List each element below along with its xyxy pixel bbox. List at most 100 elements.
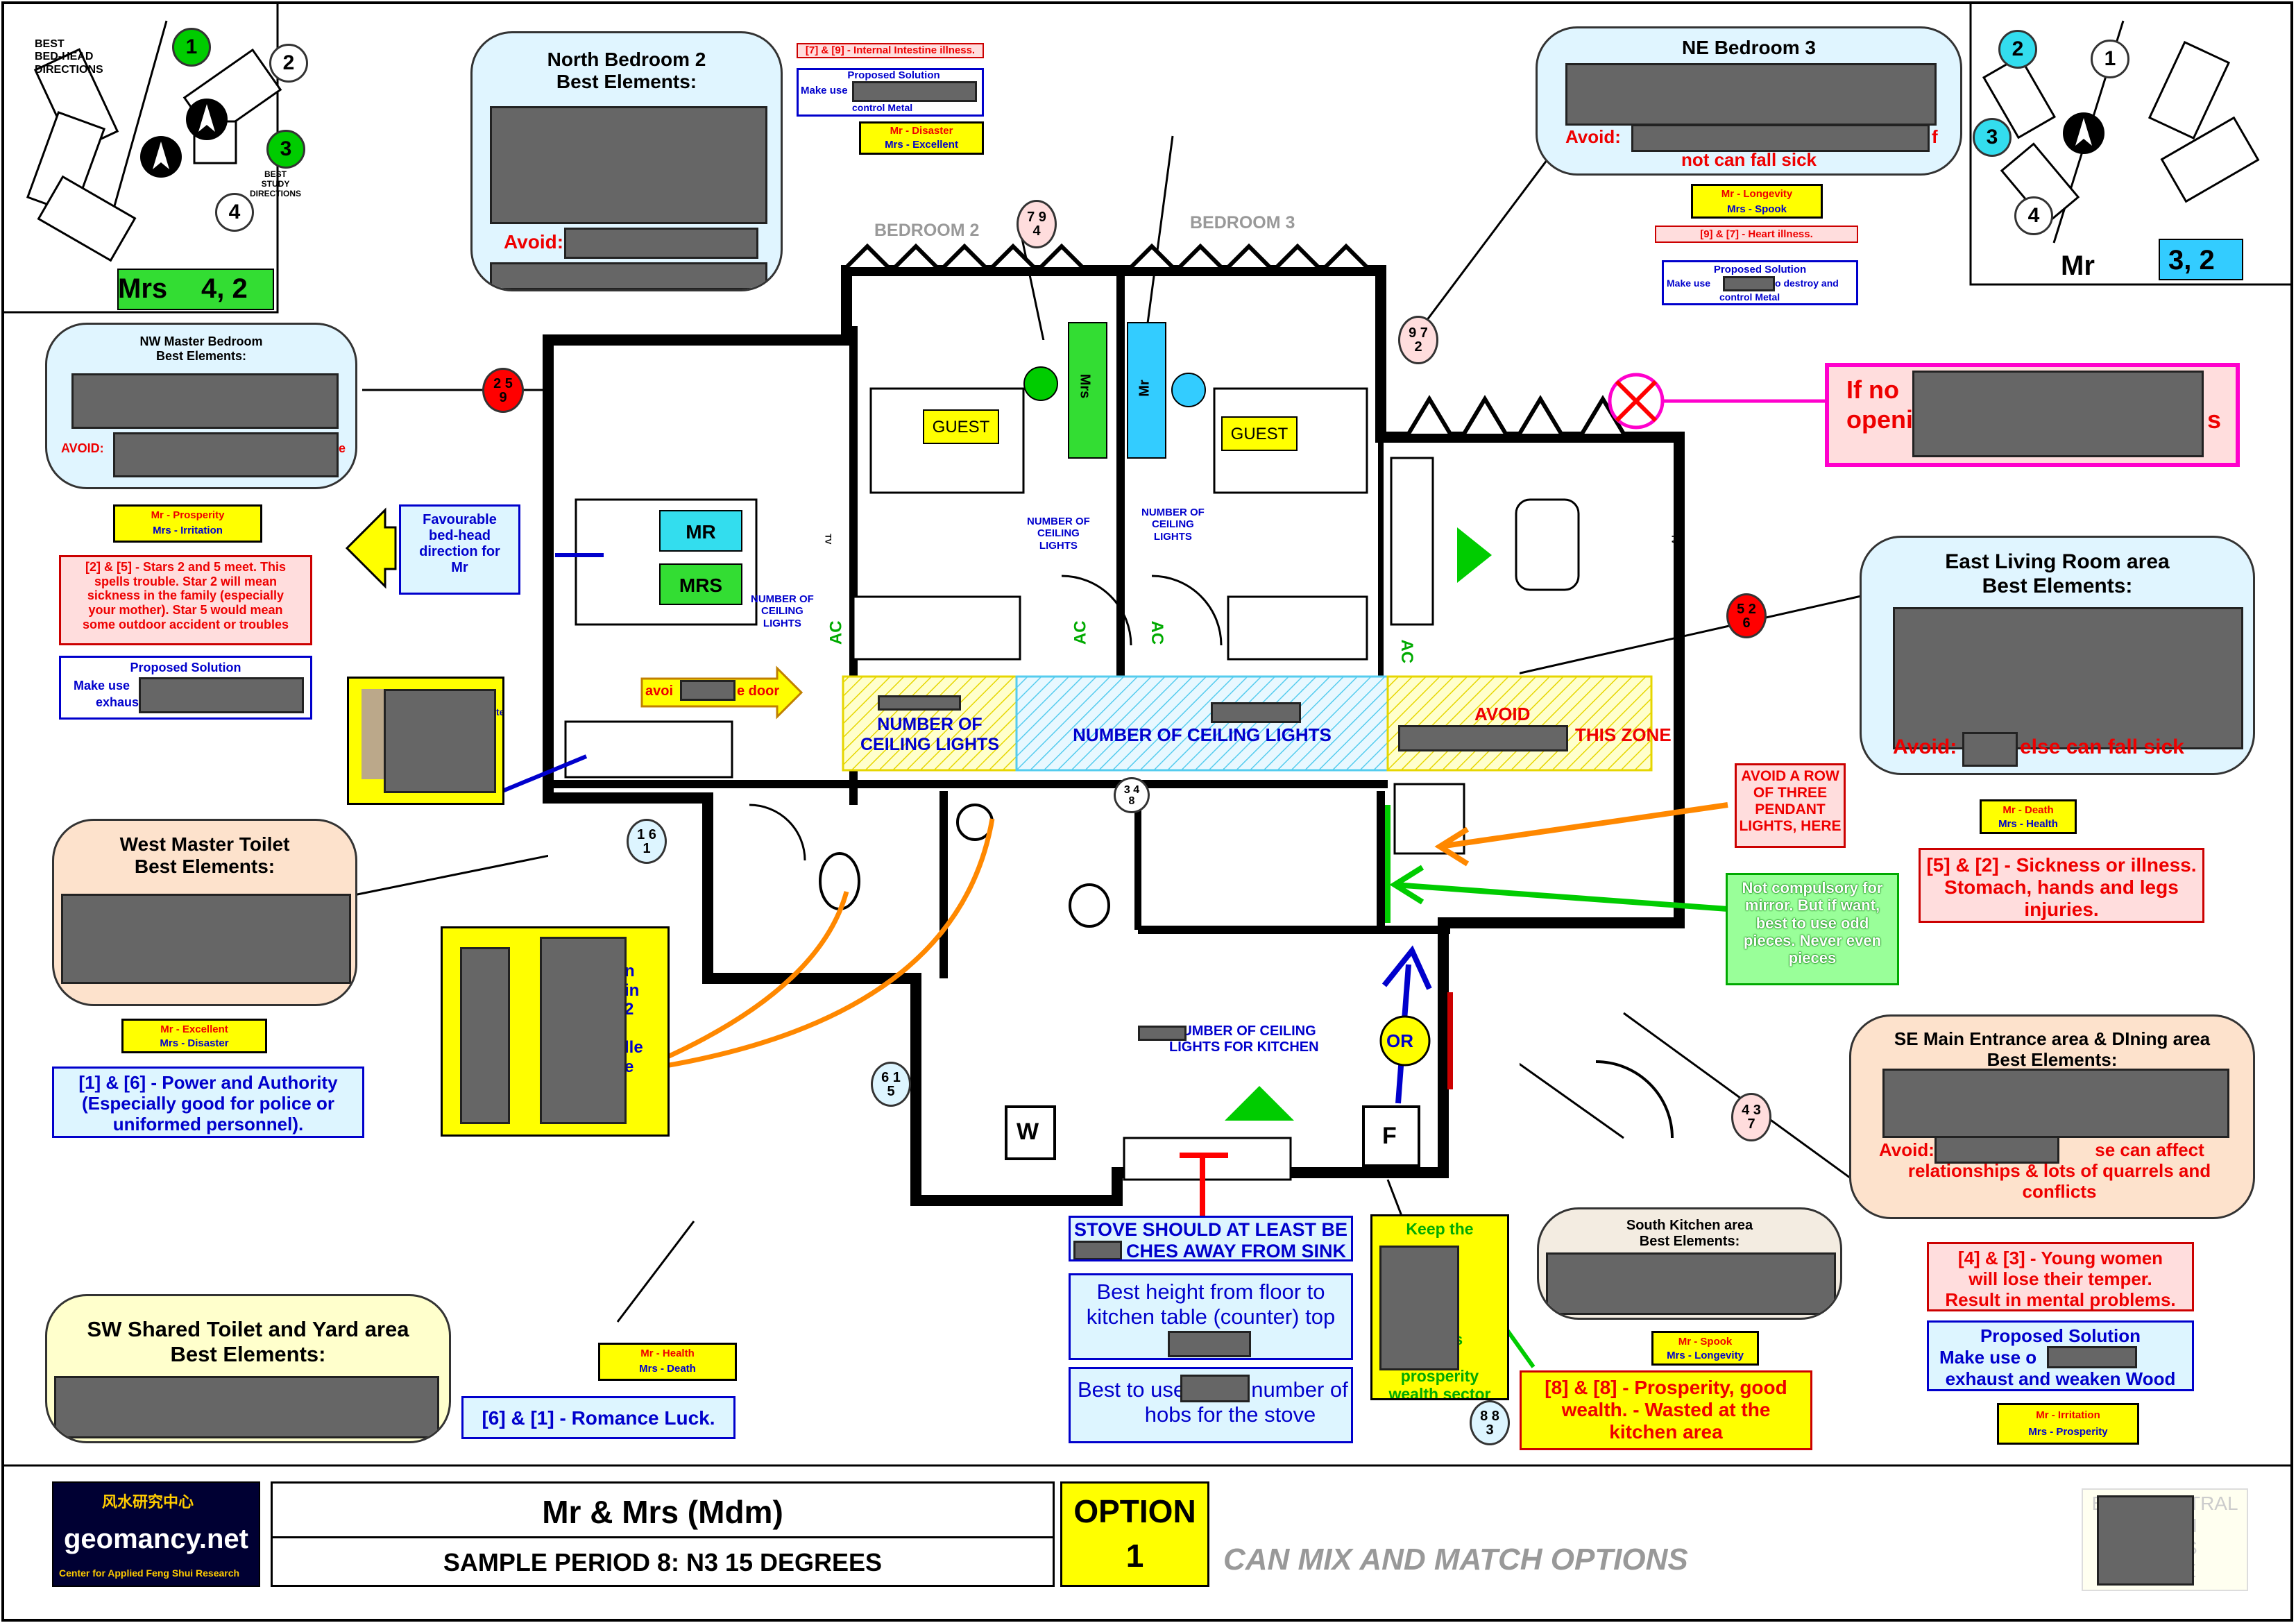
- note-se-mr: Mr - Irritation: [2036, 1409, 2100, 1421]
- note-se-mrs: Mrs - Prosperity: [2028, 1426, 2108, 1438]
- note-ne-solution: Proposed Solution Make use o destroy and…: [1662, 260, 1858, 305]
- compass-right-num-4: 4: [2014, 196, 2053, 235]
- redacted-block: [1168, 1331, 1251, 1357]
- note-east-mrs: Mrs - Health: [1998, 818, 2058, 830]
- note-7-9-mrs: Mrs - Excellent: [885, 139, 958, 151]
- note-nw-mr: Mr - Prosperity: [151, 509, 225, 521]
- redacted-block: [71, 373, 339, 429]
- option-box: OPTION 1: [1060, 1481, 1209, 1587]
- note-mid-yellow: n in 2 lle e: [441, 926, 670, 1137]
- bubble-sw-toilet-title: SW Shared Toilet and Yard area Best Elem…: [87, 1317, 409, 1366]
- note-7-9-make: Make use: [801, 85, 848, 96]
- note-if-no-c: s: [2207, 405, 2222, 434]
- mr-bed-label-text: MR: [686, 521, 716, 543]
- note-west-1-6-text: [1] & [6] - Power and Authority (Especia…: [78, 1072, 338, 1135]
- compass-right-num-3: 3: [1973, 118, 2012, 157]
- bubble-se-entrance: SE Main Entrance area & DIning area Best…: [1849, 1014, 2255, 1219]
- bubble-north-bedroom2: North Bedroom 2 Best Elements: Avoid:: [470, 31, 783, 291]
- redacted-block: [54, 1376, 439, 1438]
- note-ne-make: Make use: [1667, 278, 1711, 289]
- bubble-sw-toilet: SW Shared Toilet and Yard area Best Elem…: [45, 1294, 451, 1443]
- note-east-5-2-text: [5] & [2] - Sickness or illness. Stomach…: [1926, 854, 2197, 921]
- bubble-ne-bedroom3-avoid: Avoid:: [1565, 126, 1621, 147]
- note-nw-mr-mrs: Mr - Prosperity Mrs - Irritation: [113, 504, 262, 543]
- title-names-box: Mr & Mrs (Mdm) SAMPLE PERIOD 8: N3 15 DE…: [271, 1481, 1055, 1587]
- mr-bed-label: MR: [659, 510, 742, 552]
- redacted-block: [852, 81, 977, 102]
- note-hobs-b: number of hobs for the stove: [1144, 1377, 1348, 1427]
- compass-left-value: 4, 2: [201, 273, 248, 304]
- ac-label-3: AC: [1148, 620, 1167, 645]
- note-mirror: Not compulsory for mirror. But if want, …: [1726, 873, 1899, 985]
- redacted-block: [61, 894, 351, 984]
- or-label: OR: [1386, 1030, 1413, 1051]
- note-se-mr-mrs: Mr - Irritation Mrs - Prosperity: [1997, 1403, 2139, 1445]
- bubble-north-bedroom2-avoid: Avoid:: [504, 231, 564, 253]
- bubble-west-toilet-title: West Master Toilet Best Elements:: [119, 833, 290, 878]
- bubble-se-entrance-title: SE Main Entrance area & DIning area Best…: [1894, 1028, 2211, 1070]
- note-if-no-b: openi: [1846, 405, 1913, 434]
- redacted-block: [1723, 276, 1775, 291]
- note-ne-solution-label: Proposed Solution: [1713, 264, 1807, 275]
- redacted-block: [384, 689, 496, 793]
- compass-right-num-2: 2: [1998, 30, 2037, 69]
- corner-note: BEST NEUTRAL C ROM N 23 IS B HITE: [2082, 1488, 2248, 1591]
- bubble-nw-master-title: NW Master Bedroom Best Elements:: [139, 334, 263, 363]
- mrs-bed-label: MRS: [659, 563, 742, 605]
- note-stove: STOVE SHOULD AT LEAST BE CHES AWAY FROM …: [1069, 1216, 1353, 1261]
- guest-label-b3-text: GUEST: [1230, 425, 1289, 443]
- logo-text: geomancy.net: [64, 1524, 248, 1554]
- note-west-mr-mrs: Mr - Excellent Mrs - Disaster: [121, 1019, 267, 1053]
- note-sk-mr: Mr - Spook: [1678, 1336, 1733, 1348]
- note-avoid-row-text: AVOID A ROW OF THREE PENDANT LIGHTS, HER…: [1739, 768, 1842, 835]
- note-west-1-6: [1] & [6] - Power and Authority (Especia…: [52, 1067, 364, 1138]
- star-circle-c: 3 4 8: [1114, 777, 1150, 813]
- note-mid-yellow-frag: n in 2 lle e: [624, 962, 643, 1076]
- note-sw-6-1-text: [6] & [1] - Romance Luck.: [482, 1407, 715, 1429]
- redacted-block: [1882, 1069, 2229, 1138]
- bubble-ne-bedroom3-title: NE Bedroom 3: [1682, 37, 1816, 58]
- ceiling-lights-b2: NUMBER OF CEILING LIGHTS: [1027, 516, 1090, 552]
- bubble-se-entrance-avoid: Avoid:: [1879, 1139, 1934, 1160]
- guest-label-b3: GUEST: [1221, 416, 1298, 451]
- note-7-9-control: control Metal: [852, 102, 913, 113]
- note-ne-mrs: Mrs - Spook: [1727, 203, 1787, 215]
- note-7-9-mr: Mr - Disaster: [890, 125, 953, 137]
- note-ne-control: control Metal: [1719, 291, 1780, 303]
- compass-left-num-4: 4: [215, 193, 254, 232]
- title-subtitle: SAMPLE PERIOD 8: N3 15 DEGREES: [443, 1548, 883, 1577]
- logo-sub: Center for Applied Feng Shui Research: [59, 1567, 240, 1579]
- note-favourable-bed-text: Favourable bed-head direction for Mr: [419, 512, 500, 575]
- bubble-nw-master-avoid: AVOID:: [61, 441, 104, 455]
- note-east-mr: Mr - Death: [2002, 804, 2054, 816]
- note-7-9-solution-label: Proposed Solution: [847, 69, 940, 81]
- bubble-se-entrance-tail: se can affect relationships & lots of qu…: [1907, 1139, 2211, 1202]
- option-number: 1: [1125, 1538, 1144, 1574]
- note-7-9-mr-mrs: Mr - Disaster Mrs - Excellent: [859, 121, 984, 155]
- compass-left-num-3: 3: [266, 130, 305, 169]
- avoid-door-a: avoi: [645, 683, 674, 699]
- compass-left: [3, 3, 282, 314]
- note-sw-mrs: Mrs - Death: [639, 1363, 696, 1375]
- avoid-zone-b: THIS ZONE: [1575, 724, 1672, 745]
- ac-label-1: AC: [826, 620, 846, 645]
- note-photo-frag: ter: [496, 706, 504, 717]
- star-circle-s: 8 8 3: [1470, 1400, 1510, 1445]
- star-circle-n: 7 9 4: [1017, 200, 1057, 248]
- note-ne-heart-text: [9] & [7] - Heart illness.: [1700, 228, 1813, 240]
- compass-right-num-1: 1: [2091, 40, 2129, 78]
- note-ne-destroy: o destroy and: [1775, 278, 1839, 289]
- redacted-block: [2097, 1495, 2194, 1586]
- redacted-block: [490, 262, 767, 289]
- note-7-9-frame: [797, 68, 984, 117]
- note-west-mr: Mr - Excellent: [160, 1023, 228, 1035]
- note-stove-b: CHES AWAY FROM SINK: [1126, 1241, 1347, 1261]
- note-avoid-row: AVOID A ROW OF THREE PENDANT LIGHTS, HER…: [1735, 763, 1846, 848]
- guest-label-b2-text: GUEST: [932, 418, 990, 436]
- note-nw-exh: exhaus: [96, 695, 139, 709]
- ceiling-lights-master: NUMBER OF CEILING LIGHTS: [751, 593, 814, 629]
- compass-left-num-1: 1: [172, 28, 211, 67]
- note-se-solution-label: Proposed Solution: [1980, 1325, 2141, 1346]
- note-sw-6-1: [6] & [1] - Romance Luck.: [461, 1396, 735, 1439]
